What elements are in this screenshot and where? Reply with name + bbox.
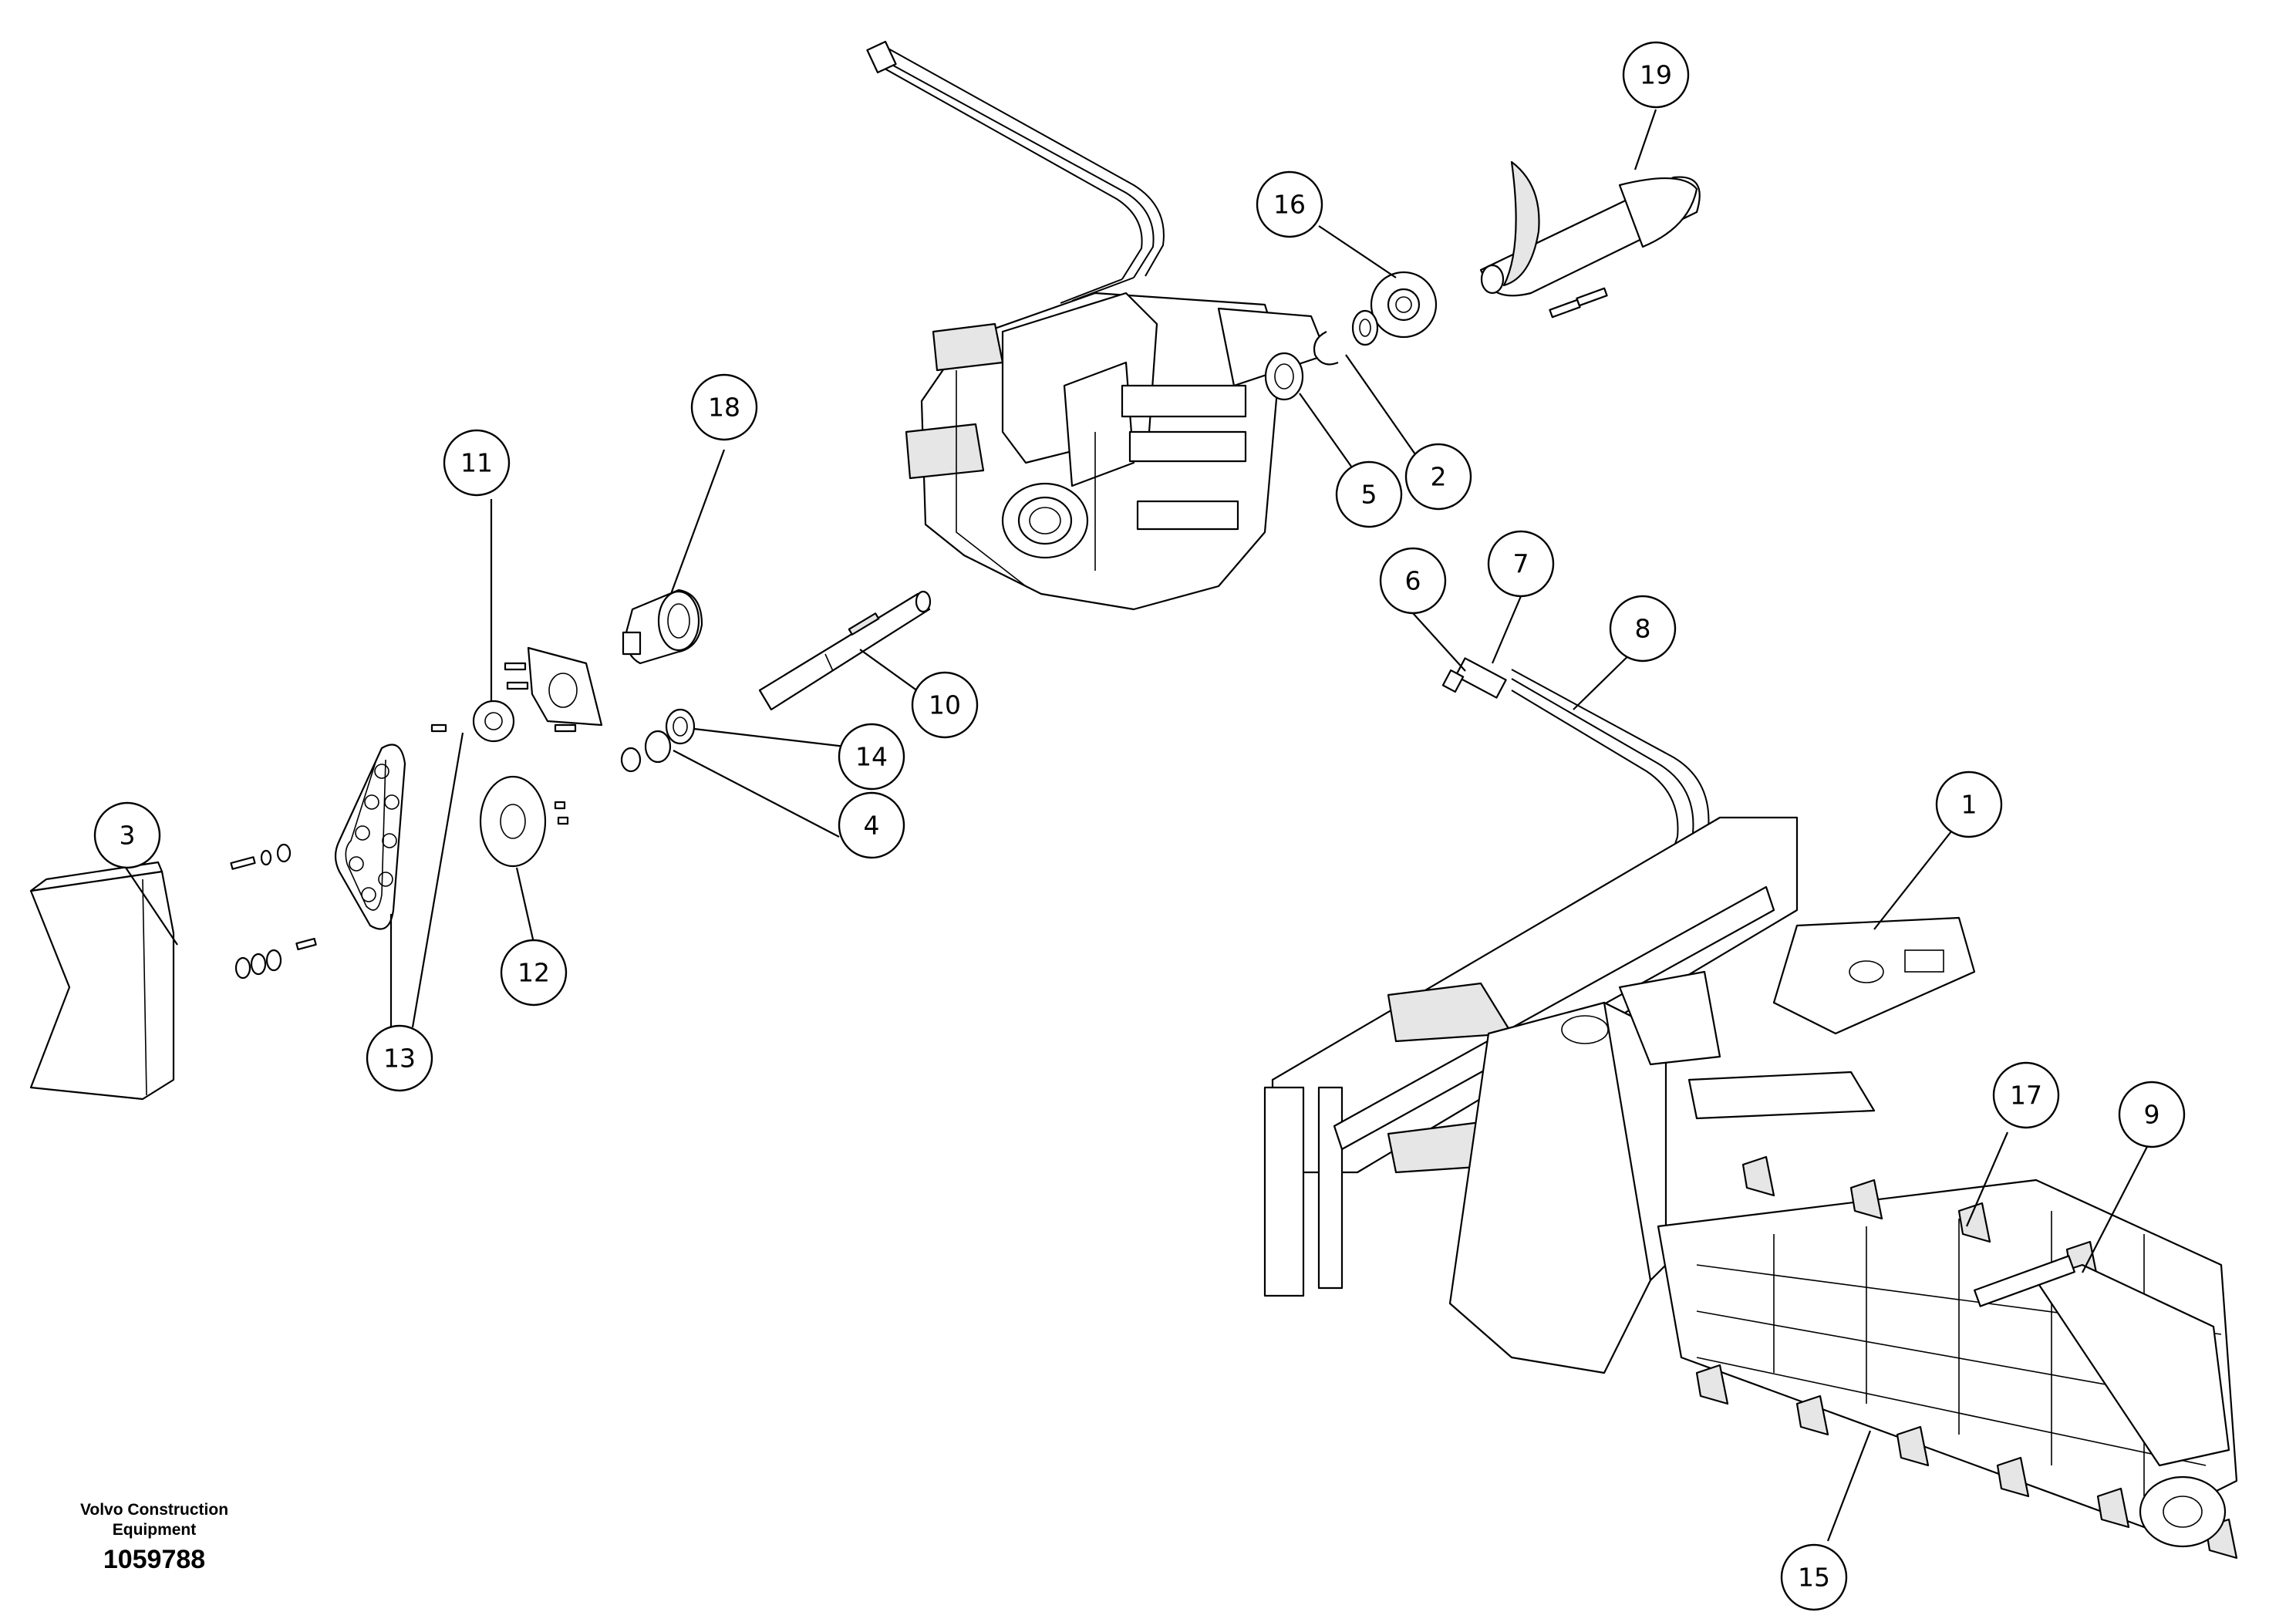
callout-12: 12	[500, 939, 568, 1007]
callout-12-label: 12	[518, 958, 550, 988]
callout-8-label: 8	[1635, 614, 1651, 644]
bearing-seal	[1264, 352, 1304, 401]
callout-19: 19	[1622, 41, 1690, 109]
drawing-number: 1059788	[103, 1545, 206, 1574]
shaft-bearing	[665, 708, 696, 745]
callout-15: 15	[1780, 1543, 1848, 1611]
callout-1-label: 1	[1961, 790, 1977, 820]
drive-sprocket	[1370, 271, 1438, 339]
callout-9-label: 9	[2144, 1100, 2160, 1130]
callout-8: 8	[1609, 595, 1677, 663]
callout-2: 2	[1404, 443, 1472, 511]
callout-7-label: 7	[1513, 549, 1529, 579]
callout-11-label: 11	[460, 448, 493, 478]
spacer-washer	[620, 747, 642, 773]
callout-4-label: 4	[864, 811, 880, 841]
callout-4: 4	[838, 791, 905, 859]
callout-2-label: 2	[1431, 462, 1447, 492]
small-sprocket	[472, 700, 515, 743]
callout-16: 16	[1256, 170, 1323, 238]
callout-13: 13	[366, 1024, 433, 1092]
callout-17-label: 17	[2010, 1081, 2042, 1111]
callout-10: 10	[911, 671, 979, 739]
callout-7: 7	[1487, 530, 1555, 598]
chain-guard-cover	[29, 861, 175, 1101]
snap-ring	[644, 730, 672, 764]
callout-15-label: 15	[1798, 1563, 1830, 1593]
brand-line-2: Equipment	[112, 1521, 197, 1539]
upper-trencher-frame	[905, 292, 1328, 611]
cover-hardware	[230, 843, 317, 980]
callout-1: 1	[1935, 771, 2003, 838]
upper-hydraulic-hoses	[866, 40, 1165, 304]
callout-18-label: 18	[708, 393, 740, 423]
callout-11: 11	[443, 429, 511, 497]
callout-18: 18	[690, 373, 758, 441]
callout-17: 17	[1992, 1061, 2060, 1129]
bearing-washer	[1351, 309, 1379, 346]
leader-lines	[108, 109, 2153, 1542]
callout-14-label: 14	[855, 742, 888, 772]
callout-13-label: 13	[383, 1044, 416, 1074]
callout-19-label: 19	[1640, 60, 1672, 90]
callout-14: 14	[838, 723, 905, 791]
callout-10-label: 10	[929, 690, 961, 720]
callout-6-label: 6	[1405, 566, 1421, 596]
callout-16-label: 16	[1273, 190, 1306, 220]
callout-6: 6	[1379, 547, 1447, 615]
drawing-caption: Volvo Construction Equipment 1059788	[46, 1500, 262, 1576]
motor-mount-plate	[504, 646, 603, 733]
brand-line-1: Volvo Construction	[79, 1501, 229, 1519]
callout-3-label: 3	[120, 821, 136, 851]
drive-shaft	[758, 590, 932, 711]
retaining-ring	[1313, 331, 1339, 366]
hydraulic-motor	[622, 588, 703, 665]
callout-9: 9	[2118, 1081, 2186, 1148]
lower-trencher-assembly	[1263, 816, 2238, 1560]
callout-3: 3	[93, 801, 161, 869]
callout-5: 5	[1335, 460, 1403, 528]
callout-5-label: 5	[1361, 480, 1377, 510]
set-screw	[430, 723, 447, 733]
auger-flight	[1479, 160, 1701, 319]
large-sprocket	[479, 775, 569, 868]
drive-chain	[334, 744, 406, 930]
